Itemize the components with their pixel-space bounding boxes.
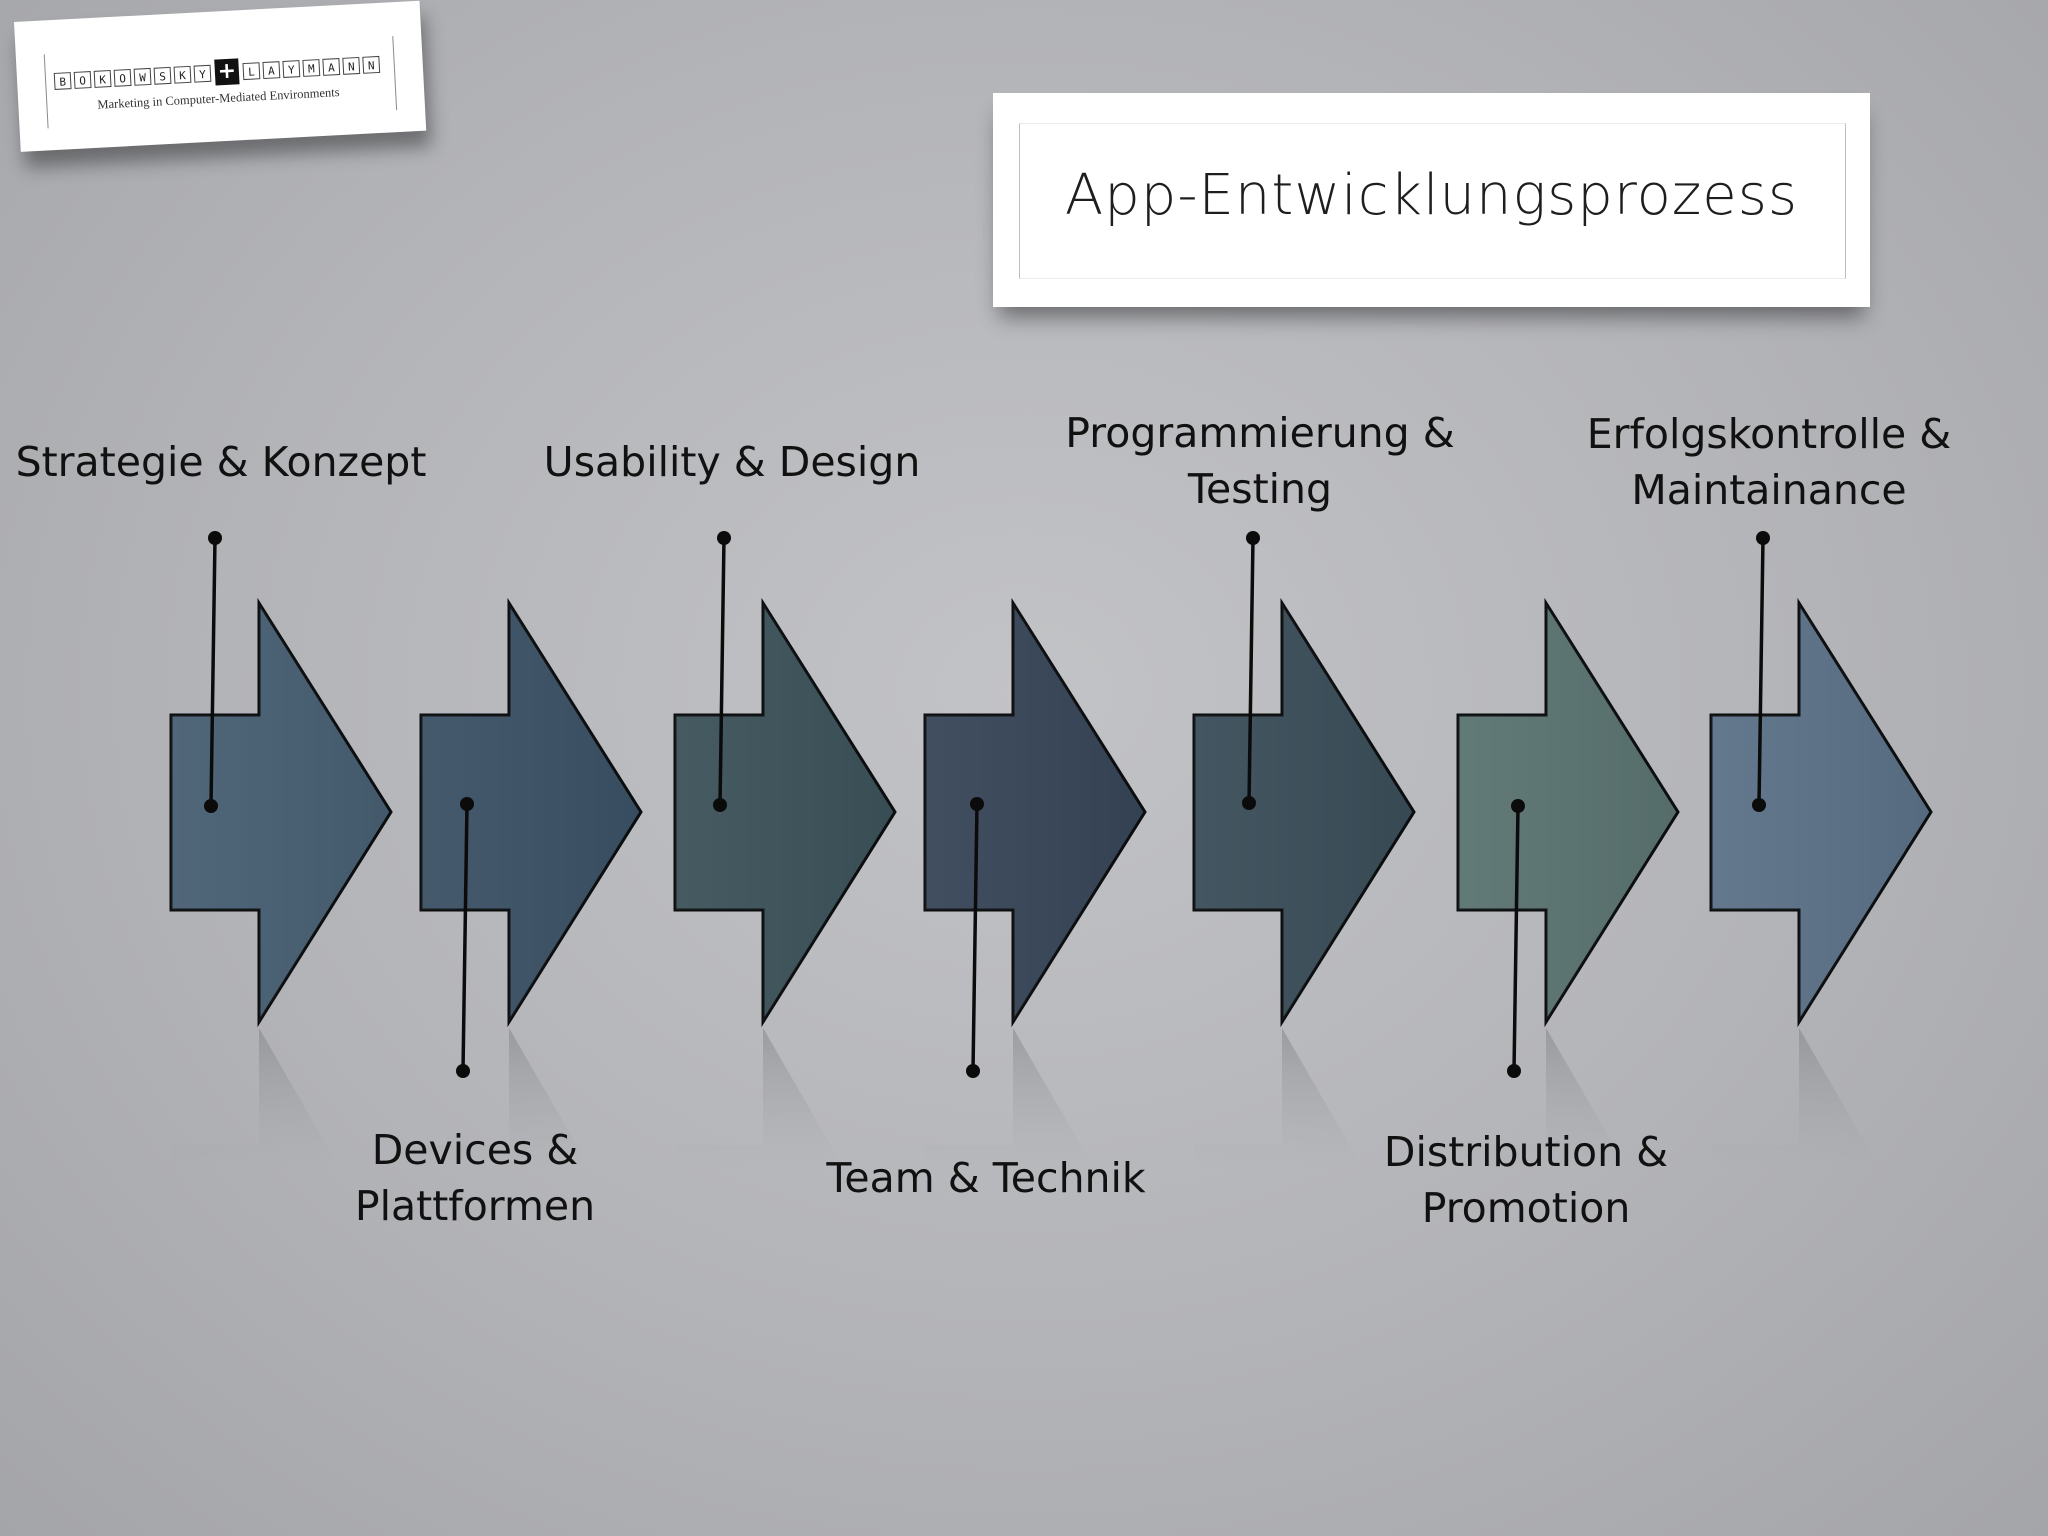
connector-dot [1242, 796, 1256, 810]
connector-dot [1511, 799, 1525, 813]
arrow-reflection [675, 1028, 841, 1168]
arrow-reflection [171, 1028, 337, 1168]
connector-line [718, 537, 726, 806]
arrow-reflection [1458, 1028, 1624, 1168]
connector-line [971, 803, 979, 1072]
step-label-erfolgskontrolle-maintainance: Erfolgskontrolle & Maintainance [1587, 406, 1952, 518]
title-card: App-Entwicklungsprozess [993, 93, 1870, 307]
arrow-reflection [1711, 1028, 1877, 1168]
title-frame [1019, 123, 1846, 279]
arrow-shading [925, 603, 1145, 1022]
connector-dot [1756, 531, 1770, 545]
step-label-line: Plattformen [354, 1182, 596, 1230]
step-label-line: Programmierung & [1065, 409, 1455, 457]
connector-dot [966, 1064, 980, 1078]
connector-dot [208, 531, 222, 545]
step-label-programmierung-testing: Programmierung & Testing [1065, 405, 1454, 517]
arrow-shading [421, 603, 641, 1022]
arrow-reflection [925, 1028, 1091, 1168]
connector-line [461, 803, 469, 1072]
arrow-shading [1711, 603, 1931, 1022]
connector-group [204, 531, 1770, 1078]
connector-dot [1507, 1064, 1521, 1078]
step-label-line: Distribution & [1383, 1128, 1669, 1176]
step-label-line: Testing [1187, 465, 1333, 513]
connector-dot [1752, 798, 1766, 812]
step-label-line: Promotion [1421, 1184, 1631, 1232]
step-label-usability-design: Usability & Design [543, 438, 921, 486]
connector-line [1512, 805, 1520, 1072]
arrow-reflection [1194, 1028, 1360, 1168]
arrow-shading [1458, 603, 1678, 1022]
connector-line [209, 537, 217, 807]
connector-dot [204, 799, 218, 813]
connector-line [1247, 537, 1255, 804]
step-label-devices-plattformen: Devices & Plattformen [355, 1122, 595, 1234]
connector-dot [1246, 531, 1260, 545]
connector-dot [970, 797, 984, 811]
step-label-distribution-promotion: Distribution & Promotion [1384, 1124, 1668, 1236]
arrow-reflection [421, 1028, 587, 1168]
arrow-shading [171, 603, 391, 1022]
arrow-shading [675, 603, 895, 1022]
page-title: App-Entwicklungsprozess [1064, 163, 1799, 228]
connector-dot [456, 1064, 470, 1078]
connector-dot [460, 797, 474, 811]
arrow-shading [1194, 603, 1414, 1022]
connector-dot [717, 531, 731, 545]
step-label-line: Maintainance [1631, 466, 1907, 514]
connector-dot [713, 798, 727, 812]
step-label-line: Devices & [371, 1126, 579, 1174]
step-label-strategie-konzept: Strategie & Konzept [15, 438, 427, 486]
connector-line [1757, 537, 1765, 806]
arrow-group [169, 597, 1933, 1028]
arrow-reflections [171, 1028, 1877, 1168]
step-label-team-technik: Team & Technik [826, 1154, 1146, 1202]
step-label-line: Erfolgskontrolle & [1586, 410, 1952, 458]
